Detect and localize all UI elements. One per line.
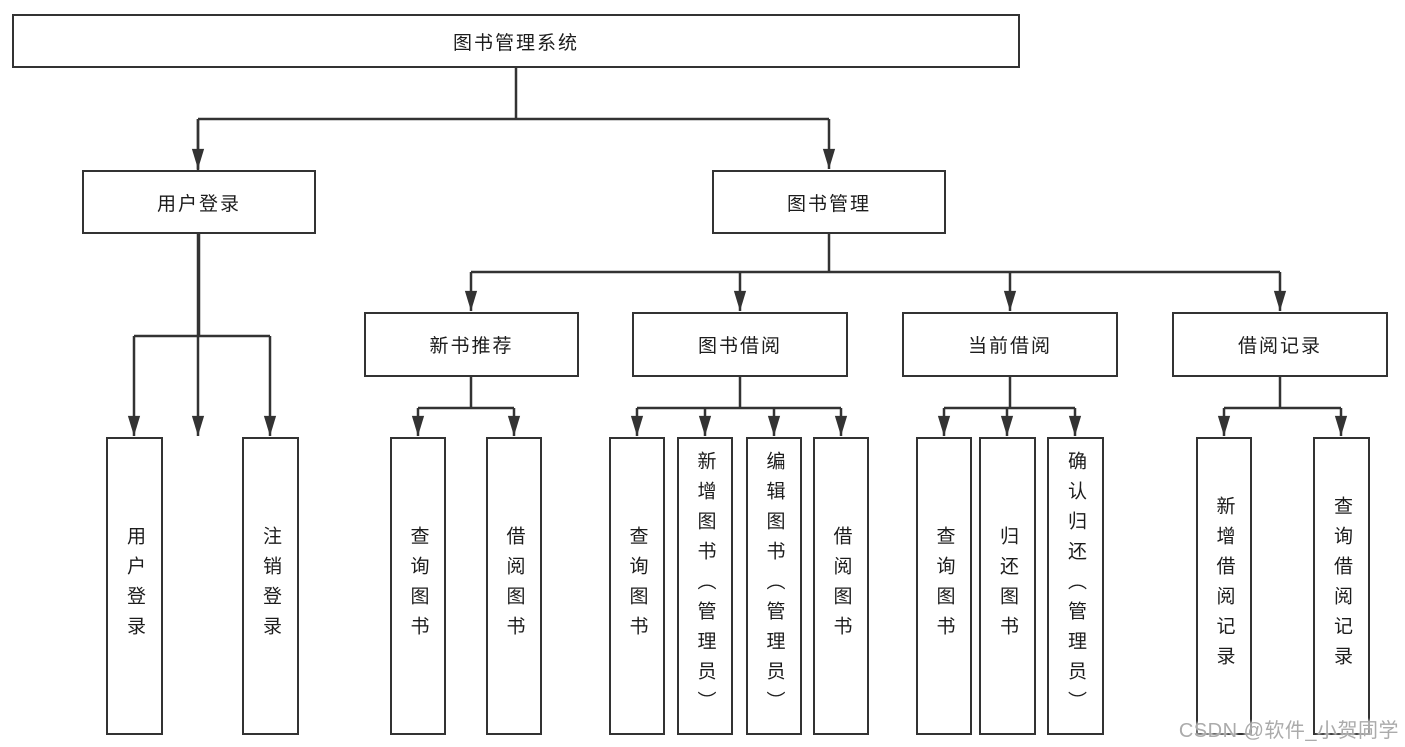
node-leaf-query-books-current: 查询图书 (916, 437, 972, 735)
node-leaf-user-login: 用户登录 (106, 437, 163, 735)
node-leaf-query-books-borrow: 查询图书 (609, 437, 665, 735)
connector-current-borrow-children (937, 377, 1082, 436)
node-library-management-system: 图书管理系统 (12, 14, 1020, 68)
node-label: 查询借阅记录 (1331, 496, 1352, 676)
node-label: 新增借阅记录 (1213, 496, 1235, 676)
node-leaf-edit-books-admin: 编辑图书（管理员） (746, 437, 802, 735)
node-leaf-add-books-admin: 新增图书（管理员） (677, 437, 733, 735)
connector-user-login-children (127, 234, 277, 436)
node-leaf-logout: 注销登录 (242, 437, 299, 735)
node-leaf-borrow-books-recommend: 借阅图书 (486, 437, 542, 735)
node-leaf-confirm-return-admin: 确认归还（管理员） (1047, 437, 1104, 735)
node-user-login: 用户登录 (82, 170, 316, 234)
csdn-watermark: CSDN @软件_小贺同学 (1178, 720, 1399, 742)
node-new-book-recommendation: 新书推荐 (364, 312, 579, 377)
node-label: 图书管理系统 (452, 32, 579, 54)
node-book-management: 图书管理 (712, 170, 946, 234)
node-label: 查询图书 (626, 526, 648, 646)
node-leaf-query-borrow-record: 查询借阅记录 (1313, 437, 1370, 735)
node-label: 注销登录 (260, 526, 281, 646)
node-leaf-query-books-recommend: 查询图书 (390, 437, 446, 735)
node-label: 查询图书 (933, 526, 955, 646)
node-label: 借阅图书 (503, 526, 525, 646)
connector-book-borrow-children (630, 377, 848, 436)
connector-book-mgmt-children (464, 234, 1287, 311)
node-label: 确认归还（管理员） (1065, 451, 1086, 721)
node-label: 查询图书 (407, 526, 429, 646)
node-label: 新书推荐 (429, 336, 514, 357)
node-label: 当前借阅 (967, 336, 1052, 357)
node-label: 新增图书（管理员） (694, 451, 716, 721)
node-label: 编辑图书（管理员） (763, 451, 785, 721)
node-label: 借阅记录 (1237, 336, 1322, 357)
node-borrowing-records: 借阅记录 (1172, 312, 1388, 377)
node-current-borrowing: 当前借阅 (902, 312, 1118, 377)
connector-borrow-record-children (1217, 377, 1348, 436)
connector-new-book-children (411, 377, 521, 436)
node-leaf-borrow-books: 借阅图书 (813, 437, 869, 735)
node-label: 用户登录 (124, 526, 145, 646)
node-label: 用户登录 (156, 193, 241, 215)
node-label: 图书管理 (786, 193, 871, 215)
node-label: 借阅图书 (830, 526, 852, 646)
node-book-borrowing: 图书借阅 (632, 312, 848, 377)
node-leaf-return-books: 归还图书 (979, 437, 1036, 735)
node-leaf-add-borrow-record: 新增借阅记录 (1196, 437, 1252, 735)
node-label: 归还图书 (997, 526, 1018, 646)
connector-root-to-level2 (191, 68, 836, 436)
node-label: 图书借阅 (697, 336, 782, 357)
